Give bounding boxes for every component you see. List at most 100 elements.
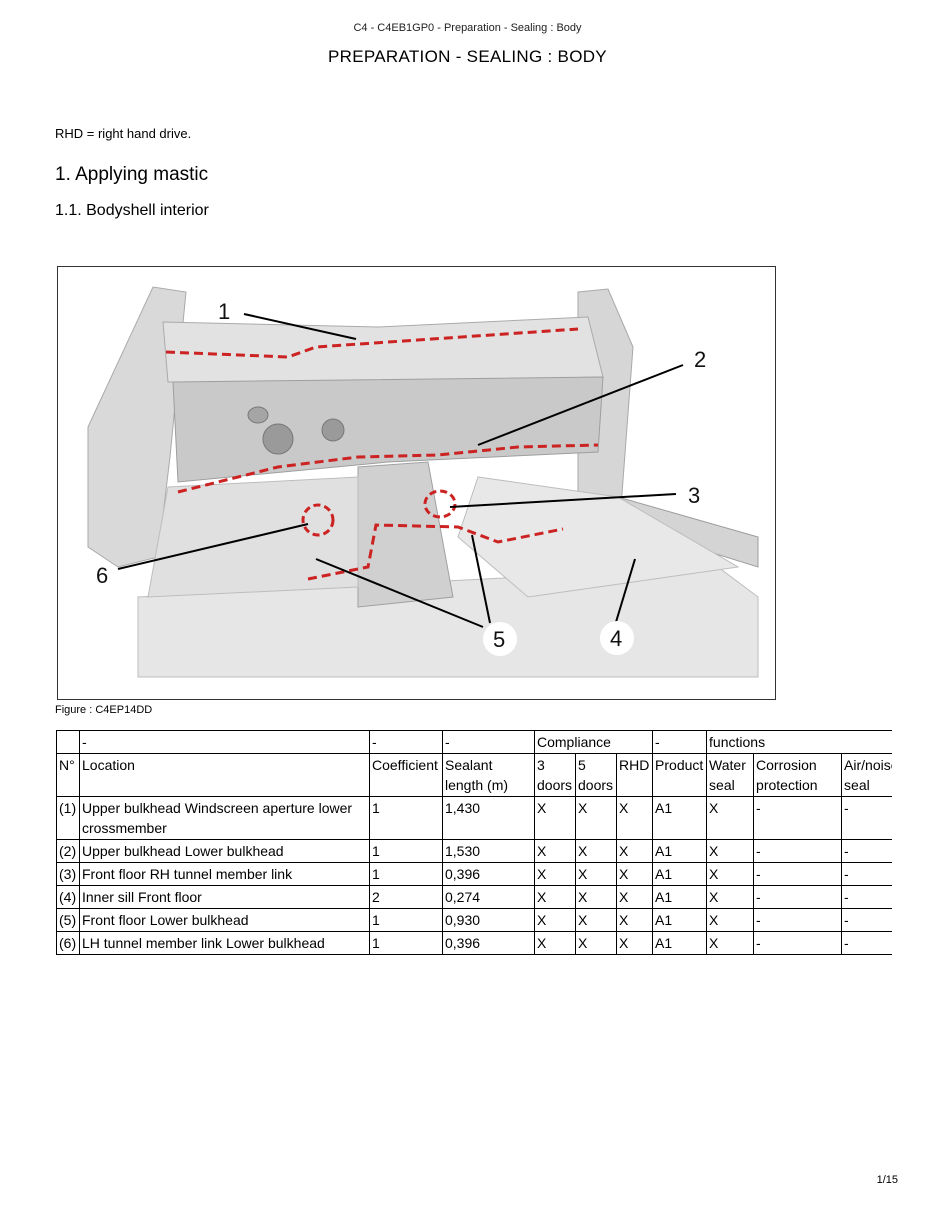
sealing-table-wrap: - - - Compliance - functions N° Location… [56, 730, 892, 955]
leader-line-5b [471, 534, 491, 624]
running-header: C4 - C4EB1GP0 - Preparation - Sealing : … [353, 22, 582, 34]
callout-4: 4 [610, 626, 622, 651]
sealant-bead-5 [307, 523, 564, 581]
table-cell: - [753, 885, 843, 909]
sealant-ring-6 [301, 503, 335, 537]
column-header: Water seal [706, 753, 755, 797]
table-cell: - [753, 862, 843, 886]
column-header: Sealant length (m) [442, 753, 535, 797]
rhd-note: RHD = right hand drive. [55, 126, 192, 141]
callout-3: 3 [688, 483, 700, 508]
group-cell: - [369, 730, 443, 754]
table-cell: 1 [369, 862, 443, 886]
group-cell: - [652, 730, 708, 754]
table-cell: X [706, 839, 755, 863]
sealant-bead-2 [177, 443, 599, 494]
table-cell: - [841, 931, 892, 955]
table-cell: A1 [652, 862, 708, 886]
table-cell: X [534, 931, 576, 955]
table-cell: (4) [56, 885, 80, 909]
table-cell: 1 [369, 796, 443, 840]
group-cell: - [79, 730, 370, 754]
table-cell: - [753, 908, 843, 932]
central-tunnel [357, 461, 454, 608]
table-cell: X [706, 796, 755, 840]
table-cell: - [753, 796, 843, 840]
table-cell: X [615, 796, 654, 840]
table-cell: X [575, 839, 617, 863]
table-cell: 1 [369, 908, 443, 932]
column-header: N° [56, 753, 80, 797]
bodyshell-illustration: 1 2 3 4 5 6 [87, 286, 759, 678]
table-cell: LH tunnel member link Lower bulkhead [79, 931, 370, 955]
column-header: RHD [615, 753, 654, 797]
table-cell: - [753, 931, 843, 955]
table-cell: A1 [652, 908, 708, 932]
table-cell: X [615, 908, 654, 932]
table-cell: Upper bulkhead Windscreen aperture lower… [79, 796, 370, 840]
leader-line-1 [243, 313, 357, 340]
table-cell: X [615, 862, 654, 886]
table-cell: Upper bulkhead Lower bulkhead [79, 839, 370, 863]
callout-5: 5 [493, 627, 505, 652]
table-cell: 1 [369, 931, 443, 955]
section-heading: 1. Applying mastic [55, 164, 209, 185]
table-row: (1)Upper bulkhead Windscreen aperture lo… [56, 796, 892, 840]
table-cell: X [575, 796, 617, 840]
column-header: Corrosion protection [753, 753, 843, 797]
leader-line-2 [477, 364, 684, 446]
bulkhead-hole [321, 418, 345, 442]
table-cell: (5) [56, 908, 80, 932]
table-cell: X [534, 908, 576, 932]
table-header-row: N° Location Coefficient Sealant length (… [56, 753, 892, 797]
table-cell: (2) [56, 839, 80, 863]
table-group-row: - - - Compliance - functions [56, 730, 892, 754]
column-header: 5 doors [575, 753, 617, 797]
table-cell: - [841, 885, 892, 909]
table-cell: A1 [652, 796, 708, 840]
group-cell-functions: functions [706, 730, 892, 754]
leader-line-6 [117, 523, 309, 570]
table-cell: - [841, 908, 892, 932]
table-cell: X [575, 931, 617, 955]
bulkhead-hole [262, 423, 294, 455]
column-header: Air/noise seal [841, 753, 892, 797]
table-cell: X [534, 796, 576, 840]
table-cell: - [841, 862, 892, 886]
table-cell: X [534, 885, 576, 909]
table-cell: (6) [56, 931, 80, 955]
callout-6: 6 [96, 563, 108, 588]
figure-caption: Figure : C4EP14DD [55, 704, 153, 716]
table-cell: A1 [652, 839, 708, 863]
table-cell: X [575, 908, 617, 932]
group-cell: - [442, 730, 535, 754]
table-cell: 1 [369, 839, 443, 863]
table-cell: X [575, 862, 617, 886]
bulkhead-panel [172, 376, 604, 483]
table-cell: Inner sill Front floor [79, 885, 370, 909]
table-cell: A1 [652, 931, 708, 955]
sealing-table: - - - Compliance - functions N° Location… [56, 730, 892, 955]
column-header: Coefficient [369, 753, 443, 797]
callout-1: 1 [218, 299, 230, 324]
column-header: Location [79, 753, 370, 797]
table-cell: 0,396 [442, 862, 535, 886]
table-cell: X [575, 885, 617, 909]
page-title: PREPARATION - SEALING : BODY [328, 47, 607, 66]
table-cell: X [706, 862, 755, 886]
bulkhead-hole [247, 406, 269, 424]
table-cell: X [706, 885, 755, 909]
upper-crossmember [162, 316, 604, 383]
section-subheading: 1.1. Bodyshell interior [55, 202, 209, 219]
sealant-ring-3 [423, 489, 457, 519]
table-cell: 2 [369, 885, 443, 909]
table-cell: - [841, 839, 892, 863]
table-body: (1)Upper bulkhead Windscreen aperture lo… [56, 796, 892, 955]
callout-5-bg [483, 622, 517, 656]
leader-line-5a [315, 558, 484, 628]
table-cell: X [615, 839, 654, 863]
table-cell: A1 [652, 885, 708, 909]
